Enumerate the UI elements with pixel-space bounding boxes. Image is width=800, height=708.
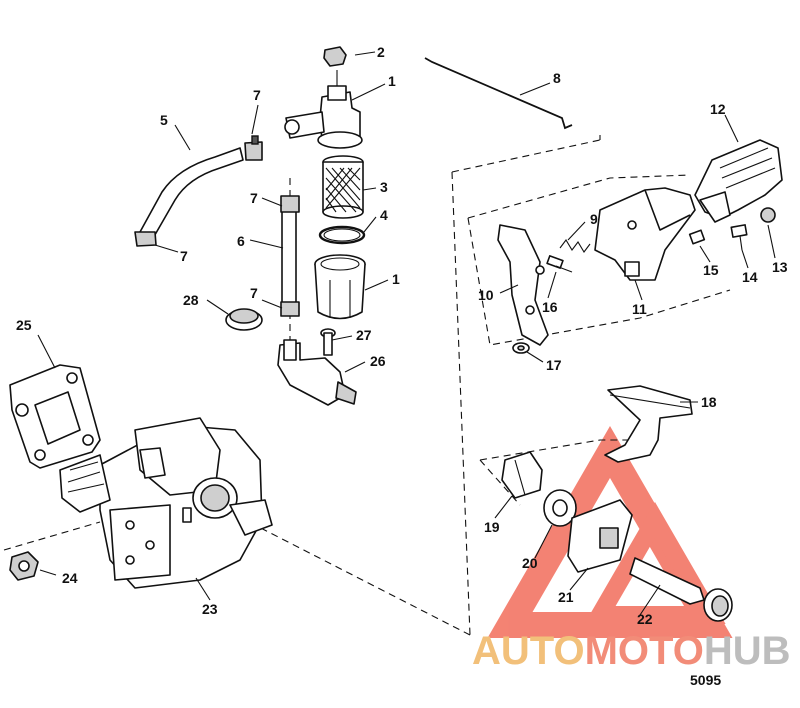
callout-15: 15 (703, 262, 719, 278)
fuel-fitting-body (277, 339, 357, 406)
grommet (225, 308, 263, 331)
assembly-dashed-lines (3, 135, 756, 636)
fuel-filter-element (322, 155, 364, 219)
callout-21: 21 (558, 589, 574, 605)
watermark-hub: HUB (704, 629, 791, 673)
lever-washer (512, 342, 530, 354)
callout-9: 9 (590, 211, 598, 227)
lever-spring (559, 239, 591, 253)
fuel-filter-cap (284, 70, 363, 149)
filter-o-ring (318, 225, 366, 245)
choke-plate (567, 499, 633, 573)
watermark-triangle-logo (487, 426, 733, 638)
throttle-lever (497, 224, 549, 346)
choke-washer (543, 489, 577, 527)
callout-8: 8 (553, 70, 561, 86)
callout-11: 11 (632, 301, 647, 317)
callout-13: 13 (772, 259, 788, 275)
cover-plug (760, 207, 776, 223)
callout-3: 3 (380, 179, 388, 195)
callout-28: 28 (183, 292, 199, 308)
watermark-moto: MOTO (585, 629, 704, 673)
fitting-screw (320, 328, 336, 356)
callout-7-lower-right: 7 (250, 285, 258, 301)
figure-number: 5095 (690, 672, 721, 688)
callout-22: 22 (637, 611, 653, 627)
hose-clamp-lower-right (280, 301, 300, 317)
callout-10: 10 (478, 287, 494, 303)
choke-knob-bushing (501, 451, 543, 499)
callout-25: 25 (16, 317, 32, 333)
watermark-text-auto: AUTOMOTOHUB (472, 629, 791, 673)
callout-2: 2 (377, 44, 385, 60)
fuel-hose-short (281, 199, 297, 306)
callout-20: 20 (522, 555, 538, 571)
carburetor-gasket (9, 364, 101, 469)
callout-4: 4 (380, 207, 388, 223)
callout-16: 16 (542, 299, 558, 315)
bracket-screw (688, 229, 706, 245)
callout-12: 12 (710, 101, 726, 117)
cover-housing (694, 139, 783, 223)
callout-27: 27 (356, 327, 372, 343)
carburetor-nut (9, 551, 39, 581)
lever-screw (546, 255, 573, 273)
hose-clamp-lower-left (134, 231, 157, 247)
fuel-filter-cap-nut (323, 46, 347, 67)
callout-1-lower: 1 (392, 271, 400, 287)
callout-26: 26 (370, 353, 386, 369)
throttle-bracket (594, 187, 696, 281)
choke-shaft-knob (629, 557, 733, 622)
callout-19: 19 (484, 519, 500, 535)
carburetor-body (59, 417, 273, 589)
hose-clamp-upper-right (280, 195, 300, 213)
callout-7-upper-right: 7 (250, 190, 258, 206)
callout-7-upper-left: 7 (253, 87, 261, 103)
choke-lever (604, 385, 693, 463)
hose-clamp-upper-left (244, 135, 263, 161)
callout-14: 14 (742, 269, 758, 285)
cover-screw (730, 224, 748, 251)
fuel-hose-long (139, 147, 244, 241)
callout-23: 23 (202, 601, 218, 617)
callout-6: 6 (237, 233, 245, 249)
callout-1-upper: 1 (388, 73, 396, 89)
callout-24: 24 (62, 570, 78, 586)
callout-7-lower-left: 7 (180, 248, 188, 264)
throttle-link-rod (424, 57, 573, 130)
callout-5: 5 (160, 112, 168, 128)
watermark-auto: AUTO (472, 629, 585, 673)
leader-lines (37, 51, 776, 616)
watermark-wordmark: AUTOMOTOHUB (472, 629, 791, 673)
fuel-filter-bowl (314, 254, 366, 320)
callout-18: 18 (701, 394, 717, 410)
callout-17: 17 (546, 357, 562, 373)
